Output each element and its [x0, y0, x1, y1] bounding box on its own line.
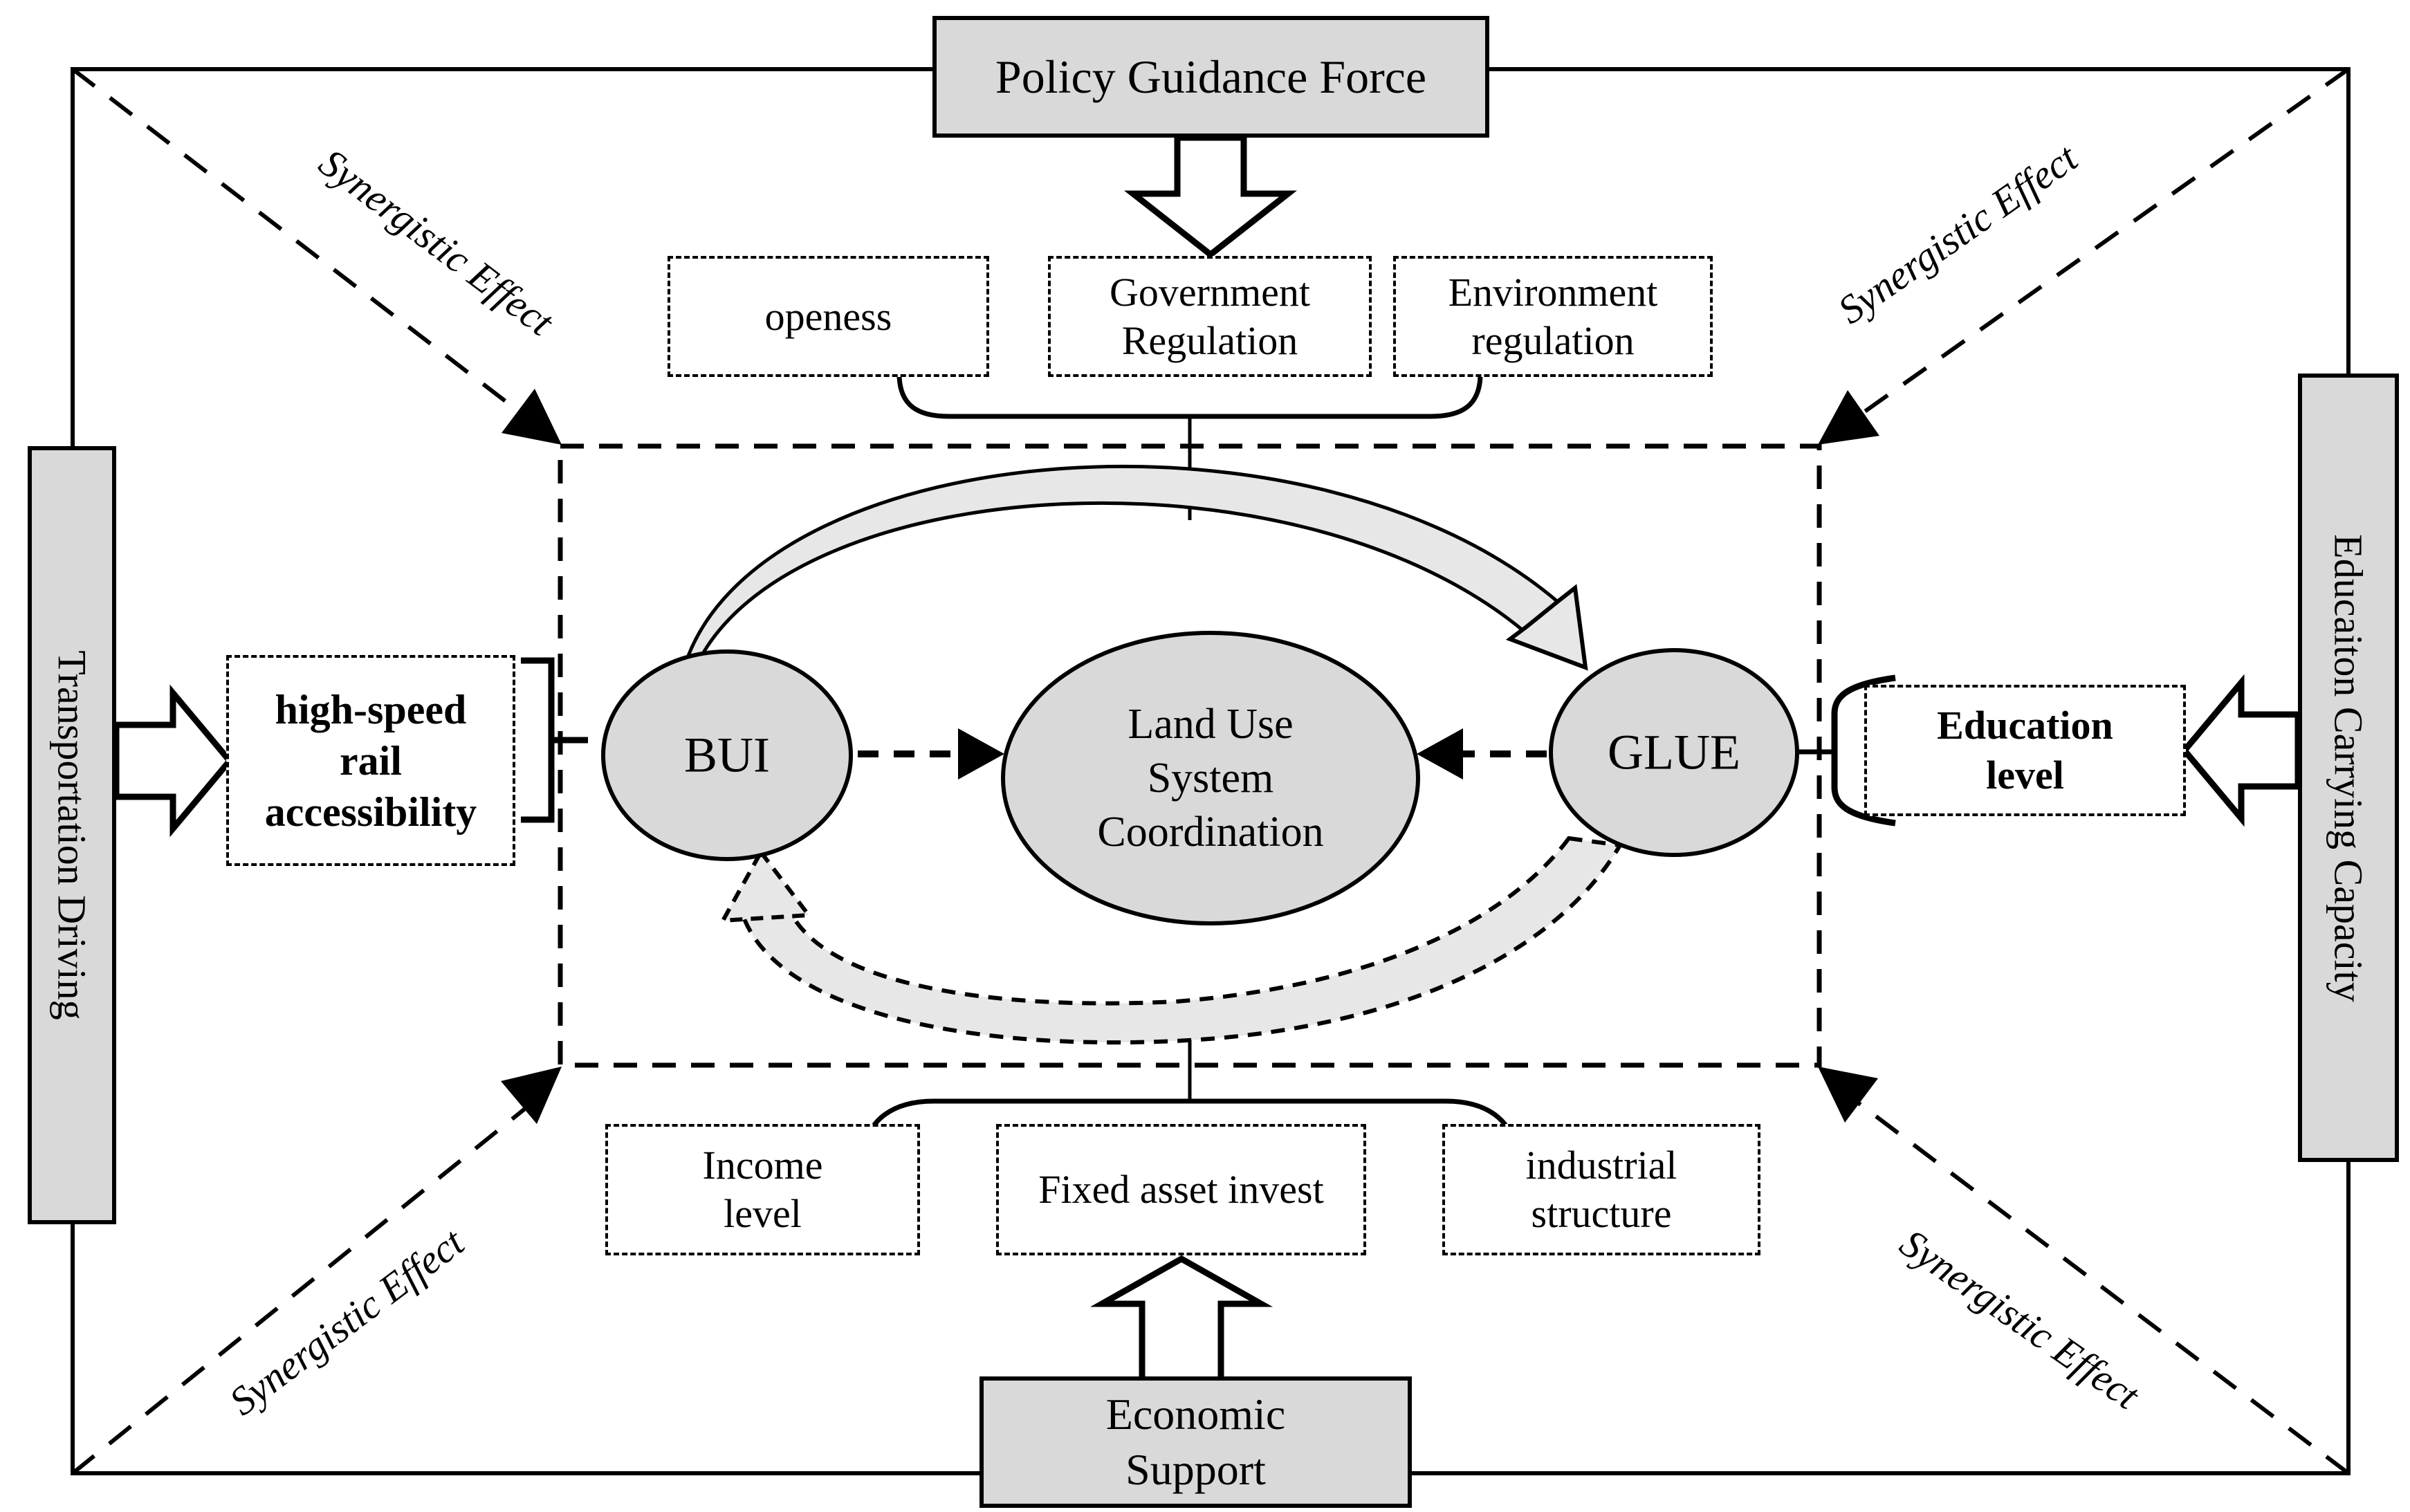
- factor-box-education-level: Education level: [1864, 685, 2186, 816]
- diagonal-top-left: [71, 67, 526, 418]
- diagonal-bottom-left: [71, 1103, 531, 1475]
- factor-box-industrial-structure: industrial structure: [1442, 1124, 1760, 1255]
- arrowhead-bottom-left-icon: [501, 1067, 562, 1124]
- arrowhead-top-left-icon: [502, 389, 562, 445]
- land-use-line2: System: [1147, 755, 1274, 802]
- factor-box-income-level: Income level: [605, 1124, 920, 1255]
- glue-to-bui-arrowhead-icon: [719, 848, 813, 923]
- economic-support-box: Economic Support: [979, 1376, 1412, 1508]
- high-speed-rail-line1: high-speed: [275, 686, 467, 732]
- land-use-line3: Coordination: [1097, 809, 1324, 856]
- high-speed-rail-line3: accessibility: [264, 789, 477, 835]
- arrowhead-top-right-icon: [1818, 390, 1879, 445]
- factor-box-openess: openess: [668, 256, 989, 377]
- diagonal-bottom-right: [1857, 1101, 2350, 1475]
- policy-guidance-force-label: Policy Guidance Force: [995, 50, 1427, 103]
- industrial-structure-line2: structure: [1531, 1191, 1672, 1236]
- environment-regulation-line1: Environment: [1448, 269, 1658, 315]
- factor-box-government-regulation: Government Regulation: [1048, 256, 1372, 377]
- industrial-structure-line1: industrial: [1525, 1143, 1677, 1188]
- glue-to-center-arrowhead-icon: [1417, 728, 1463, 780]
- income-level-line2: level: [724, 1191, 802, 1236]
- high-speed-rail-line2: rail: [340, 737, 402, 784]
- bui-ellipse: [601, 649, 853, 861]
- economic-support-line1: Economic: [1105, 1390, 1286, 1439]
- education-carrying-capacity-box: Educaiton Carrying Capacity: [2298, 374, 2399, 1162]
- transportation-driving-label: Transportation Driving: [49, 650, 95, 1020]
- environment-regulation-line2: regulation: [1471, 317, 1635, 363]
- economic-up-arrow-icon: [1089, 1255, 1273, 1383]
- bui-to-center-arrowhead-icon: [958, 728, 1004, 780]
- factor-box-environment-regulation: Environment regulation: [1393, 256, 1713, 377]
- education-level-line1: Education: [1937, 703, 2113, 748]
- land-use-ellipse: [1001, 631, 1420, 925]
- glue-ellipse: [1549, 648, 1799, 857]
- factor-box-fixed-asset-invest: Fixed asset invest: [996, 1124, 1366, 1255]
- bui-to-glue-curved-arrow: [686, 464, 1561, 661]
- income-level-line1: Income: [702, 1143, 823, 1188]
- land-use-coordination-label: Land Use System Coordination: [1097, 697, 1323, 859]
- openess-label: openess: [764, 293, 892, 339]
- education-level-line2: level: [1986, 753, 2064, 798]
- economic-support-line2: Support: [1125, 1445, 1266, 1494]
- fixed-asset-invest-label: Fixed asset invest: [1038, 1167, 1324, 1212]
- diagonal-top-right: [1859, 67, 2350, 416]
- arrowhead-bottom-right-icon: [1818, 1067, 1878, 1123]
- bui-to-glue-arrowhead-icon: [1505, 584, 1588, 671]
- glue-label: GLUE: [1608, 724, 1740, 780]
- factor-box-high-speed-rail: high-speed rail accessibility: [226, 655, 515, 866]
- government-regulation-line1: Government: [1110, 269, 1310, 315]
- education-carrying-capacity-label: Educaiton Carrying Capacity: [2326, 533, 2371, 1002]
- glue-to-bui-curved-arrow: [737, 836, 1623, 1045]
- transportation-driving-box: Transportation Driving: [28, 446, 116, 1224]
- land-use-line1: Land Use: [1128, 701, 1294, 748]
- transportation-right-arrow-icon: [113, 684, 234, 838]
- government-regulation-line2: Regulation: [1121, 317, 1298, 363]
- policy-guidance-force-box: Policy Guidance Force: [932, 16, 1489, 138]
- education-left-arrow-icon: [2180, 674, 2301, 827]
- top-factors-brace: [896, 376, 1483, 419]
- left-factor-bracket: [521, 657, 555, 823]
- bui-label: BUI: [684, 727, 770, 783]
- policy-down-arrow-icon: [1123, 134, 1298, 259]
